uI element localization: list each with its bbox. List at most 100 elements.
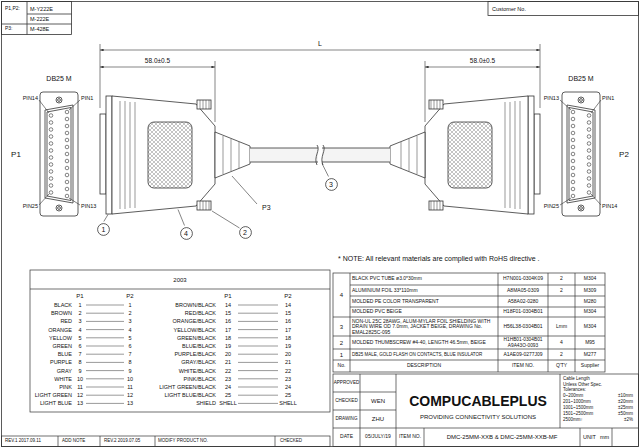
pin-label: DB25 M bbox=[568, 75, 593, 83]
wiring-cell: GRAY bbox=[57, 367, 72, 373]
wiring-cell: 20 bbox=[225, 351, 231, 357]
callout-bubble: 1 bbox=[97, 223, 110, 236]
parts-cell: M304 bbox=[584, 324, 597, 330]
parts-cell: ITEM NO. bbox=[512, 363, 534, 369]
title-block-text: 0~200mm bbox=[563, 393, 583, 398]
right-connector bbox=[322, 92, 601, 216]
wiring-cell: 2 bbox=[128, 310, 131, 316]
wiring-cell: 22 bbox=[225, 367, 231, 373]
revision-strip bbox=[2, 436, 331, 447]
callout-bubble: 4 bbox=[180, 227, 193, 240]
pin-label: DB25 M bbox=[46, 75, 71, 83]
leader-line bbox=[232, 176, 257, 204]
wiring-cell: 13 bbox=[127, 400, 133, 406]
wiring-cell: 19 bbox=[225, 343, 231, 349]
dimension-line bbox=[100, 44, 540, 108]
callout-number: 1 bbox=[102, 226, 106, 233]
pin-label: PIN14 bbox=[23, 95, 38, 101]
title-block-text: WEN bbox=[371, 398, 385, 405]
wiring-cell: 1 bbox=[78, 302, 81, 308]
wiring-cell: 16 bbox=[285, 318, 291, 324]
wiring-cell: GREEN/BLACK bbox=[177, 335, 216, 341]
wiring-cell: LIGHT GREEN/BLACK bbox=[159, 384, 216, 390]
wiring-cell: BROWN/BLACK bbox=[175, 302, 216, 308]
callout-bubble: 2 bbox=[239, 226, 252, 239]
dimension-line bbox=[100, 67, 215, 68]
header-text: M-222E bbox=[30, 16, 49, 22]
wiring-cell: 14 bbox=[285, 302, 291, 308]
title-block-text: UNIT bbox=[583, 434, 596, 440]
wiring-table bbox=[86, 403, 278, 404]
wiring-cell: 2003 bbox=[173, 277, 186, 284]
callout-circle bbox=[239, 226, 251, 238]
callout-circle bbox=[98, 223, 110, 235]
wiring-cell: YELLOW/BLACK bbox=[174, 326, 217, 332]
wiring-cell: SHELL bbox=[279, 400, 296, 406]
header-text: M-Y222E bbox=[30, 6, 53, 12]
wiring-cell: 1 bbox=[128, 302, 131, 308]
title-block-text: ±2% bbox=[624, 417, 633, 422]
parts-cell: 2 bbox=[340, 339, 343, 346]
wiring-cell: PINK bbox=[59, 384, 72, 390]
wiring-cell: RED/BLACK bbox=[185, 310, 216, 316]
parts-cell: H7N001-0304K09 bbox=[503, 276, 543, 282]
wiring-cell: 15 bbox=[285, 310, 291, 316]
parts-cell: M309 bbox=[584, 288, 597, 294]
title-block-text: DMC-25MM-XXB & DMC-25MM-XXB-MF bbox=[447, 434, 558, 441]
wiring-cell: 3 bbox=[78, 318, 81, 324]
parts-cell: 4 bbox=[560, 340, 563, 346]
wiring-cell: GRAY/BLACK bbox=[181, 359, 216, 365]
revision-text: MODIFY PRODUCT NO. bbox=[158, 438, 208, 443]
wiring-cell: YELLOW bbox=[49, 335, 72, 341]
note-text: * NOTE: All relevant materials are compl… bbox=[338, 255, 540, 263]
title-block bbox=[333, 392, 639, 428]
parts-cell: 2 bbox=[560, 288, 563, 294]
wiring-cell: 16 bbox=[225, 318, 231, 324]
wiring-table bbox=[86, 378, 278, 379]
wiring-cell: 11 bbox=[77, 384, 83, 390]
header-text: P1,P2: bbox=[5, 6, 20, 12]
wiring-cell: 17 bbox=[225, 326, 231, 332]
wiring-cell: 12 bbox=[77, 392, 83, 398]
cable-break bbox=[316, 145, 324, 165]
wiring-cell: GREEN bbox=[52, 343, 72, 349]
parts-cell: Lmm bbox=[556, 324, 567, 330]
wiring-cell: 9 bbox=[78, 367, 81, 373]
wiring-table bbox=[30, 289, 330, 290]
title-block-text: COMPUCABLEPLUS bbox=[409, 393, 547, 409]
parts-cell: 2 bbox=[560, 276, 563, 282]
wiring-cell: LIGHT BLUE/BLACK bbox=[164, 392, 216, 398]
wiring-cell: P2 bbox=[126, 293, 133, 300]
wiring-cell: 21 bbox=[225, 359, 231, 365]
wiring-cell: 23 bbox=[225, 376, 231, 382]
wiring-cell: 7 bbox=[128, 351, 131, 357]
wiring-cell: P1 bbox=[76, 293, 83, 300]
pin-label: PIN13 bbox=[544, 95, 559, 101]
wiring-cell: 14 bbox=[225, 302, 231, 308]
pin-label: PIN1 bbox=[602, 95, 614, 101]
wiring-table bbox=[86, 313, 278, 314]
parts-cell: Supplier bbox=[581, 363, 599, 369]
parts-table bbox=[333, 273, 605, 372]
left-connector bbox=[39, 92, 318, 216]
pin-label: PIN25 bbox=[23, 203, 38, 209]
dimension-line bbox=[100, 50, 540, 51]
title-block-text: 2500mm↑ bbox=[563, 417, 583, 422]
wiring-cell: 5 bbox=[128, 335, 131, 341]
revision-strip bbox=[2, 436, 331, 447]
wiring-cell: ORANGE/BLACK bbox=[173, 318, 216, 324]
wiring-table bbox=[86, 305, 278, 403]
title-block-text: ZHU bbox=[372, 416, 384, 423]
page-frame bbox=[2, 2, 72, 35]
wiring-cell: 7 bbox=[78, 351, 81, 357]
header-text: M-428E bbox=[30, 26, 49, 32]
title-block-text: CHECKED bbox=[335, 398, 357, 403]
leader-line bbox=[104, 215, 108, 222]
parts-cell: M280 bbox=[584, 299, 597, 305]
dimension-text: 58.0±0.5 bbox=[145, 57, 170, 64]
parts-cell: A8MA05-0309 bbox=[507, 288, 539, 294]
title-block-text: mm bbox=[600, 434, 609, 440]
